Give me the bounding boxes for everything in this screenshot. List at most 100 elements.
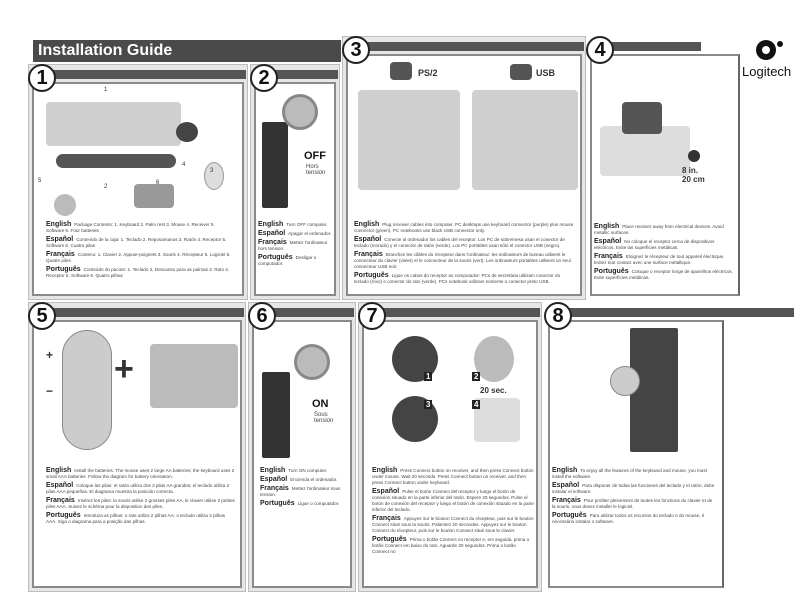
language-label: Português: [46, 266, 81, 273]
step-number: 4: [586, 36, 614, 64]
keyboard-connect-image: [474, 398, 520, 442]
logitech-eye-icon: [756, 40, 783, 60]
language-label: English: [260, 467, 286, 474]
instruction-text: Coloque o receptor longe de aparelhos el…: [594, 269, 734, 280]
on-label: ON: [312, 398, 329, 410]
instruction-text: Coloque las pilas: el ratón utiliza dos …: [46, 483, 230, 494]
instruction-text: Insérez les piles: la souris utilise 2 g…: [46, 498, 235, 509]
callout: 1: [424, 372, 433, 381]
language-label: Español: [46, 482, 74, 489]
on-sublabel: Sous tension: [314, 412, 334, 424]
page-title: Installation Guide: [38, 42, 173, 59]
instruction-text: Conteúdo do pacote: 1. Teclado 2. Descan…: [46, 267, 230, 278]
language-label: Português: [46, 512, 81, 519]
language-label: Português: [552, 512, 587, 519]
step-bar: [378, 308, 540, 317]
step-number: 8: [544, 302, 572, 330]
callout: 1: [104, 87, 108, 93]
language-label: English: [372, 467, 398, 474]
distance-label: 8 in. 20 cm: [682, 166, 705, 184]
usb-label: USB: [536, 68, 556, 78]
instruction-text: Apagar el ordenador.: [288, 231, 332, 236]
instruction-text: Ligue o computador.: [297, 501, 340, 506]
instruction-text: Mettez l'ordinateur sous tension.: [260, 486, 341, 497]
instruction-text: Desligar o computador.: [258, 255, 317, 266]
instruction-text: Turn ON computer.: [288, 468, 328, 473]
computer-tower-image: [262, 122, 288, 208]
step-number: 3: [342, 36, 370, 64]
receiver-image: [688, 150, 700, 162]
language-label: Español: [46, 236, 74, 243]
instruction-text: Encienda el ordenador.: [290, 477, 338, 482]
language-label: Español: [258, 230, 286, 237]
language-label: Español: [594, 238, 622, 245]
language-label: Français: [594, 253, 623, 260]
mouse-image: [204, 162, 224, 190]
language-label: Français: [260, 485, 289, 492]
step-bar: [606, 42, 701, 51]
step-bar: [48, 308, 244, 317]
instruction-text: Appuyez sur le bouton Connect du récepte…: [372, 516, 534, 533]
language-label: Português: [260, 500, 295, 507]
plus-sign: +: [46, 348, 54, 362]
instruction-text: Para disponer de todas las funciones del…: [552, 483, 715, 494]
language-label: Français: [46, 251, 75, 258]
software-cd-image: [54, 194, 76, 216]
language-label: Español: [552, 482, 580, 489]
instruction-text: Mettez l'ordinateur hors tension.: [258, 240, 328, 251]
language-label: Français: [258, 239, 287, 246]
language-label: Français: [552, 497, 581, 504]
instruction-text: No coloque el receptor cerca de disposit…: [594, 239, 715, 250]
language-label: Español: [260, 476, 288, 483]
power-button-icon: [294, 344, 330, 380]
instruction-text: Plug receiver cables into computer. PC d…: [354, 222, 574, 233]
language-label: Português: [258, 254, 293, 261]
callout: 5: [38, 178, 42, 184]
step-number: 2: [250, 64, 278, 92]
language-label: Português: [354, 272, 389, 279]
usb-connection-image: [472, 90, 578, 190]
instruction-text: Branchez les câbles du récepteur dans l'…: [354, 252, 571, 269]
callout: 2: [104, 184, 108, 190]
instruction-text: Introduza as pilhas: o rato utiliza 2 pi…: [46, 513, 226, 524]
language-label: Français: [46, 497, 75, 504]
batteries-image: [134, 184, 174, 208]
instruction-text: Eloignez le récepteur de tout appareil é…: [594, 254, 725, 265]
ps2-connection-image: [358, 90, 460, 190]
step-number: 6: [248, 302, 276, 330]
power-button-icon: [282, 94, 318, 130]
minus-sign: −: [46, 384, 54, 398]
step-bar: [48, 70, 246, 79]
keyboard-image: [46, 102, 181, 146]
off-label: OFF: [304, 150, 326, 162]
